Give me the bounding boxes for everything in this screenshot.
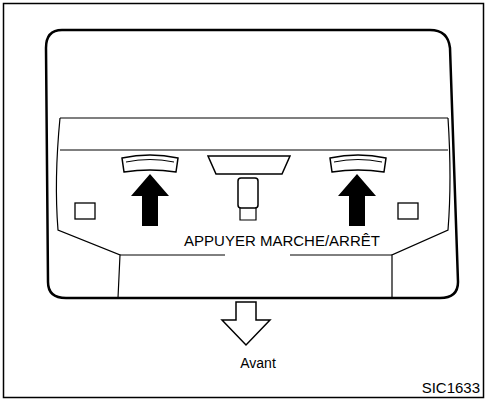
figure-code: SIC1633: [422, 380, 480, 397]
direction-label: Avant: [240, 356, 276, 371]
instruction-label: APPUYER MARCHE/ARRÊT: [182, 233, 382, 250]
